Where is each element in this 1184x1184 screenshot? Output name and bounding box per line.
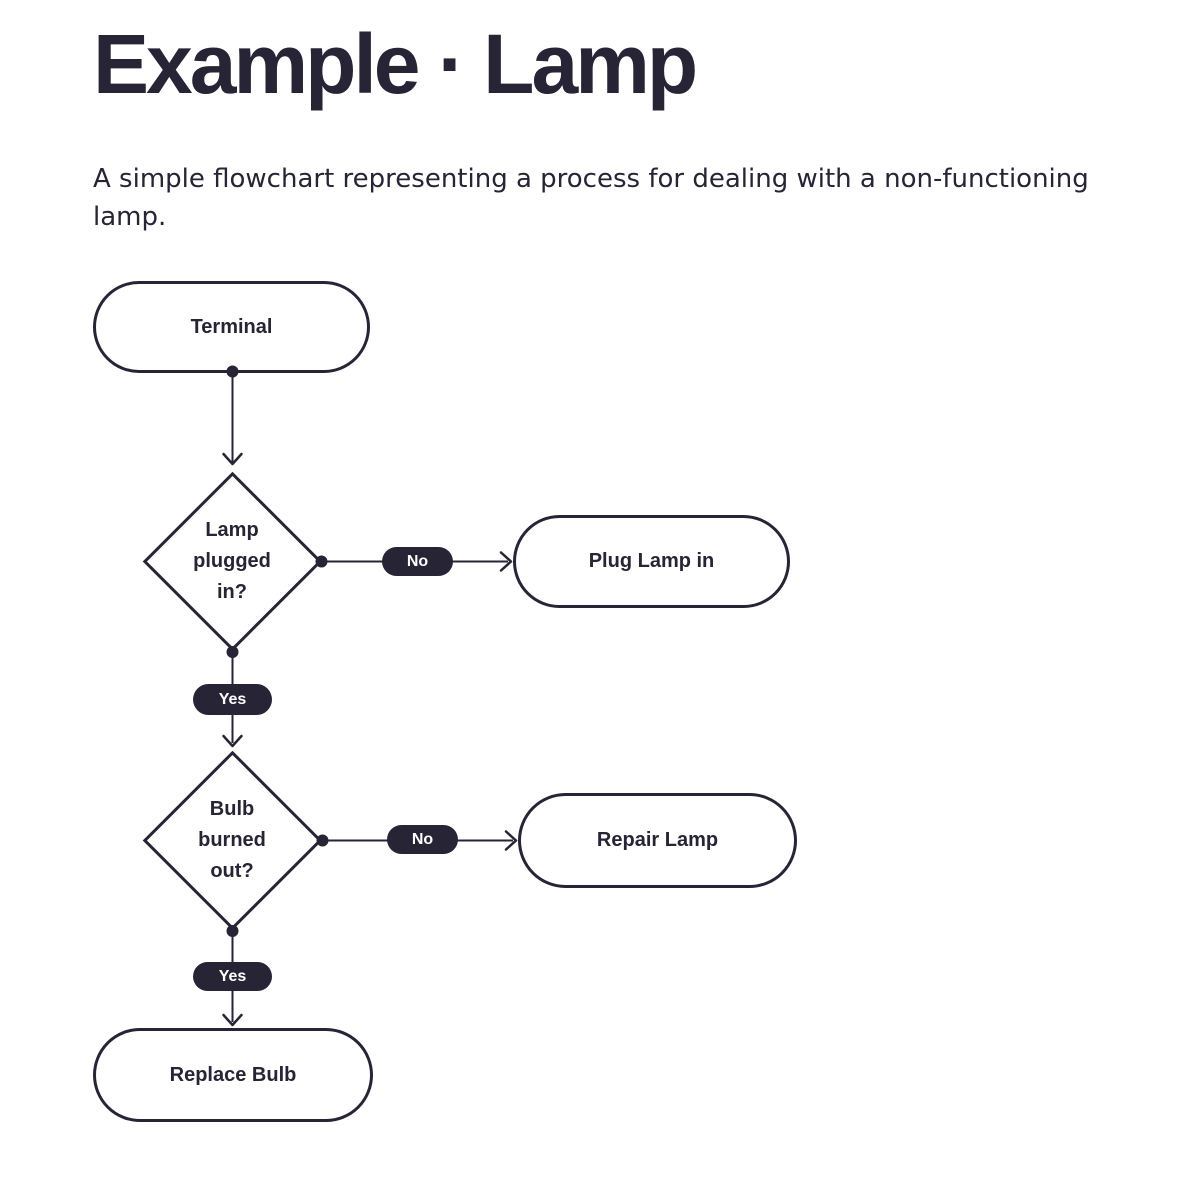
arrowhead-down-icon — [222, 734, 243, 748]
node-plug-lamp-in-label: Plug Lamp in — [588, 550, 715, 572]
node-bulb-burned-out-label: Bulb burned out? — [198, 798, 266, 882]
node-replace-bulb: Replace Bulb — [93, 1028, 373, 1122]
edge-label-no-2: No — [387, 825, 458, 854]
node-repair-lamp: Repair Lamp — [518, 793, 797, 888]
edge-label-no-1: No — [382, 547, 453, 576]
edge-label-no-1-text: No — [406, 552, 429, 570]
node-plug-lamp-in: Plug Lamp in — [513, 515, 790, 608]
edge-label-yes-1: Yes — [193, 684, 272, 715]
arrowhead-down-icon — [222, 452, 243, 466]
node-replace-bulb-label: Replace Bulb — [169, 1063, 297, 1086]
arrowhead-right-icon — [504, 830, 518, 851]
edge-label-yes-2: Yes — [193, 962, 272, 991]
node-lamp-plugged-in-label: Lamp plugged in? — [193, 519, 271, 603]
page-description: A simple flowchart representing a proces… — [93, 164, 1089, 232]
page-title: Example · Lamp — [93, 17, 698, 111]
arrowhead-right-icon — [499, 551, 513, 572]
arrowhead-down-icon — [222, 1013, 243, 1027]
edge-label-yes-1-text: Yes — [218, 690, 247, 708]
node-repair-lamp-label: Repair Lamp — [596, 829, 719, 851]
node-terminal: Terminal — [93, 281, 370, 373]
edge-label-no-2-text: No — [411, 830, 434, 848]
edge-label-yes-2-text: Yes — [218, 967, 247, 985]
node-terminal-label: Terminal — [190, 315, 273, 338]
edge-terminal-to-lamp-plugged-in — [222, 365, 243, 466]
